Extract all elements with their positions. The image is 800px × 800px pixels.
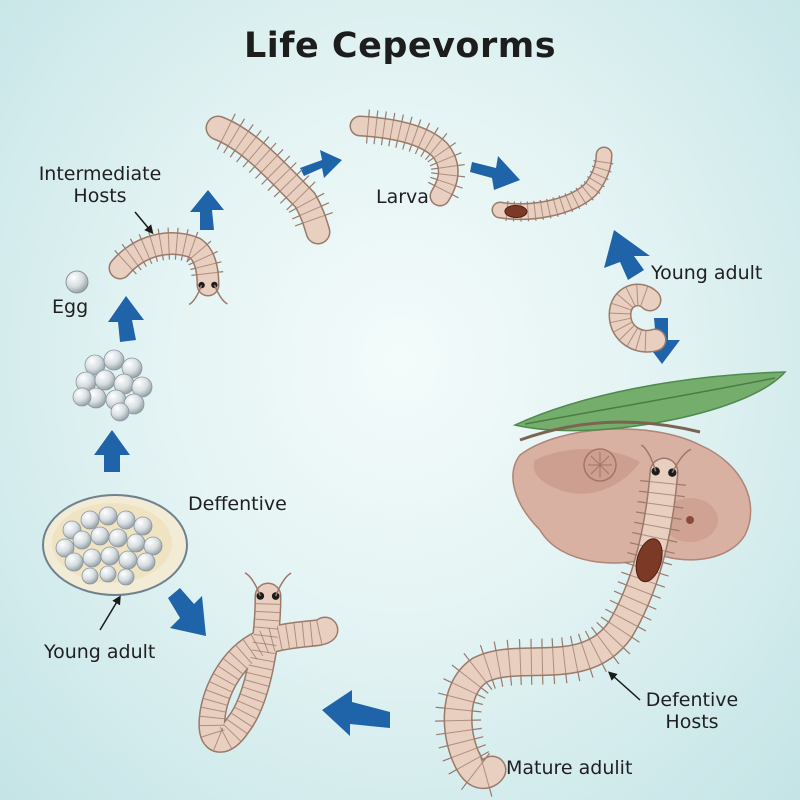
pointer-defentive-hosts — [607, 671, 641, 701]
mature-adult — [435, 444, 692, 797]
label-intermediate-hosts: Intermediate Hosts — [36, 163, 164, 207]
label-larva: Larva — [376, 186, 429, 208]
label-defentive-hosts: Defentive Hosts — [638, 689, 746, 733]
arrow-down-left — [168, 588, 206, 636]
arrow-up-2 — [108, 296, 144, 342]
cyst — [42, 494, 188, 596]
larva-1 — [108, 227, 228, 306]
arrow-left-bottom — [322, 690, 390, 736]
larva-2 — [205, 113, 333, 245]
pointer-lines — [99, 211, 641, 701]
pointer-intermediate — [134, 211, 154, 235]
stage-arrows — [94, 150, 680, 736]
adult-worm — [198, 572, 339, 753]
young-adult — [608, 283, 667, 353]
label-defentive-hosts-line1: Defentive — [645, 689, 739, 711]
single-egg — [65, 270, 89, 294]
label-young-adult-left: Young adult — [44, 641, 156, 663]
larva-3 — [349, 109, 466, 207]
arrow-right-1 — [300, 150, 342, 178]
label-egg: Egg — [52, 296, 89, 318]
arrow-right-2 — [470, 156, 520, 190]
arrow-up-1 — [94, 430, 130, 472]
label-intermediate-line2: Hosts — [73, 185, 127, 207]
arrow-up-3 — [190, 190, 224, 230]
label-mature-adult: Mature adulit — [506, 757, 633, 779]
label-defentive: Deffentive — [188, 493, 287, 515]
pointer-young-adult-left — [99, 595, 121, 631]
leaf — [512, 371, 787, 442]
larva-4 — [491, 146, 614, 222]
label-young-adult-right: Young adult — [651, 262, 763, 284]
label-defentive-hosts-line2: Hosts — [665, 711, 719, 733]
egg-cluster — [72, 349, 153, 422]
label-intermediate-line1: Intermediate — [38, 163, 162, 185]
diagram-title: Life Cepevorms — [243, 26, 557, 66]
host-tissue — [512, 428, 752, 564]
arrow-up-right — [604, 230, 650, 280]
